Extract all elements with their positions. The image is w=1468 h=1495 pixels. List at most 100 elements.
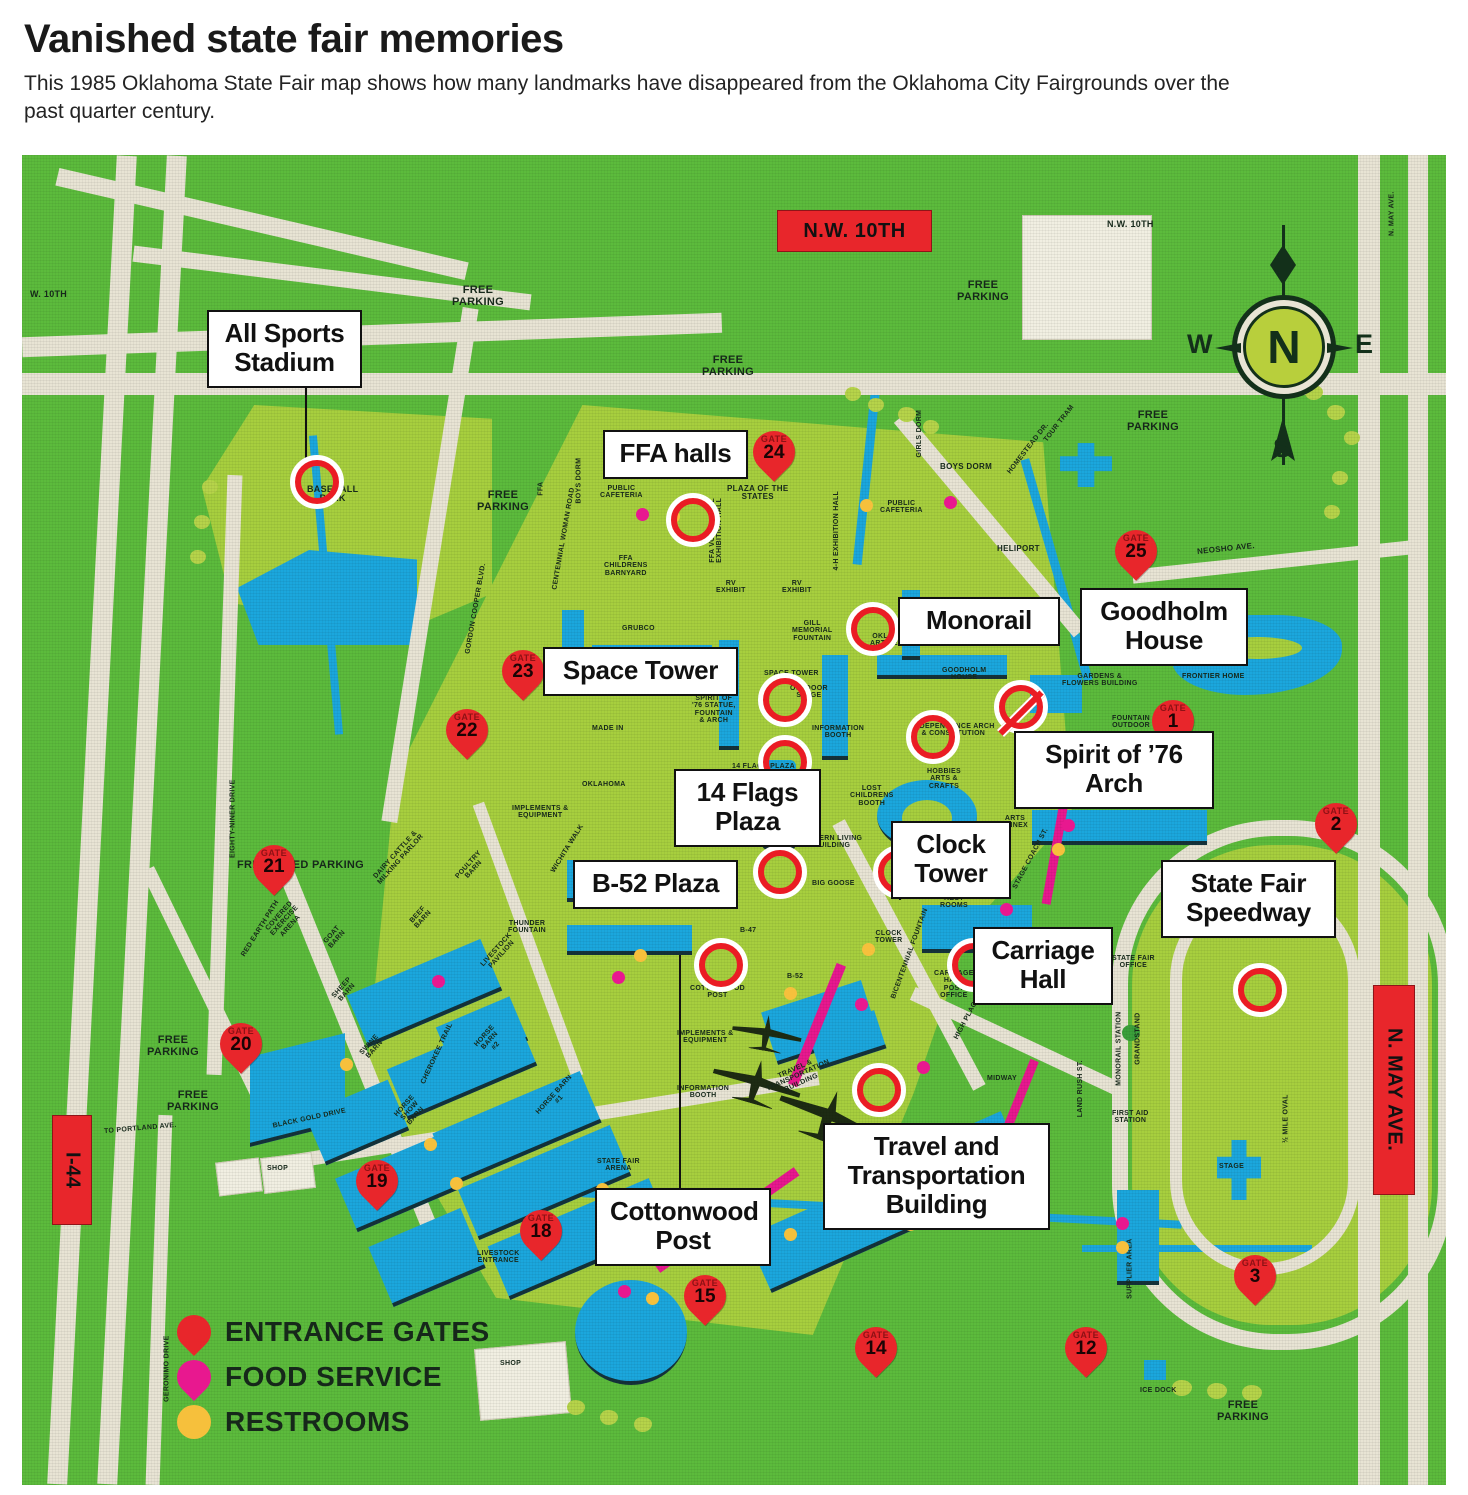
- road-geronimo: [145, 1114, 173, 1485]
- legend-label: ENTRANCE GATES: [225, 1316, 490, 1347]
- map-label-goat-barn: GOAT BARN: [322, 924, 348, 950]
- map-label-n-may-ave-small: N. MAY AVE.: [1388, 191, 1396, 236]
- map-label-free-parking: FREE PARKING: [1217, 1399, 1270, 1423]
- road-speedway-inner: [1170, 885, 1360, 1275]
- food-service-dot: [855, 998, 868, 1011]
- compass-east-letter: E: [1355, 329, 1374, 359]
- marker-ring-b-52-plaza[interactable]: [753, 845, 807, 899]
- gate-pin-21[interactable]: GATE 21: [244, 836, 304, 896]
- gate-drop-shape: [1106, 521, 1166, 581]
- restroom-dot: [634, 949, 647, 962]
- building-shop-1: [215, 1157, 263, 1197]
- gate-pin-23[interactable]: GATE 23: [493, 641, 553, 701]
- callout-b-52-plaza[interactable]: B-52 Plaza: [573, 860, 738, 910]
- callout-monorail[interactable]: Monorail: [898, 597, 1060, 647]
- fairgrounds-map[interactable]: FREE PARKING FREE PARKING FREE PARKING F…: [22, 155, 1446, 1485]
- restroom-dot: [862, 943, 875, 956]
- restroom-dot: [424, 1138, 437, 1151]
- map-label-tour-tram: TOUR TRAM: [1042, 403, 1076, 444]
- map-label-free-parking: FREE PARKING: [147, 1034, 200, 1058]
- tree-cluster: [1207, 1383, 1227, 1399]
- restroom-dot: [1116, 1241, 1129, 1254]
- legend-item-food-service: FOOD SERVICE: [169, 1352, 490, 1402]
- food-service-dot: [432, 975, 445, 988]
- gate-drop-shape: [211, 1014, 271, 1074]
- gate-pin-20[interactable]: GATE 20: [211, 1014, 271, 1074]
- building-4h-exhibition-hall: [822, 655, 848, 760]
- marker-ring-monorail[interactable]: [846, 602, 900, 656]
- gate-drop-shape: [675, 1266, 735, 1326]
- restroom-dot: [1052, 843, 1065, 856]
- gate-pin-22[interactable]: GATE 22: [437, 700, 497, 760]
- restroom-dot: [784, 1228, 797, 1241]
- tree-cluster: [923, 420, 939, 434]
- tree-cluster: [868, 398, 884, 412]
- tree-cluster: [1242, 1385, 1262, 1401]
- area-free-parking-lot-box: [1022, 215, 1152, 340]
- gate-pin-3[interactable]: GATE 3: [1225, 1246, 1285, 1306]
- gate-drop-shape: [1306, 794, 1366, 854]
- gate-drop-shape: [347, 1151, 407, 1211]
- map-label-geronimo-drive: GERONIMO DRIVE: [163, 1335, 171, 1402]
- compass-rose: N W E S: [1187, 225, 1373, 475]
- food-service-dot: [917, 1061, 930, 1074]
- compass-north-letter: N: [1243, 306, 1325, 388]
- gate-drop-shape: [437, 700, 497, 760]
- gate-drop-shape: [744, 422, 804, 482]
- page-header: Vanished state fair memories This 1985 O…: [0, 0, 1468, 127]
- marker-ring-all-sports-stadium[interactable]: [290, 455, 344, 509]
- callout-state-fair-speedway[interactable]: State Fair Speedway: [1161, 860, 1336, 939]
- callout-all-sports-stadium[interactable]: All Sports Stadium: [207, 310, 362, 389]
- restroom-dot: [450, 1177, 463, 1190]
- tree-cluster: [1172, 1380, 1192, 1396]
- gate-pin-2[interactable]: GATE 2: [1306, 794, 1366, 854]
- tree-cluster: [202, 480, 218, 494]
- marker-ring-state-fair-speedway[interactable]: [1233, 963, 1287, 1017]
- food-service-icon: [169, 1352, 219, 1402]
- callout-14-flags-plaza[interactable]: 14 Flags Plaza: [674, 769, 821, 848]
- callout-clock-tower[interactable]: Clock Tower: [891, 821, 1011, 900]
- gate-pin-12[interactable]: GATE 12: [1056, 1318, 1116, 1378]
- leader-all-sports-stadium: [305, 370, 307, 465]
- food-service-dot: [636, 508, 649, 521]
- gate-pin-19[interactable]: GATE 19: [347, 1151, 407, 1211]
- gate-drop-shape: [511, 1201, 571, 1261]
- compass-west-letter: W: [1187, 329, 1213, 359]
- compass-needle-north-point: [1270, 245, 1296, 285]
- tree-cluster: [600, 1410, 618, 1425]
- map-label-midway: MIDWAY: [987, 1075, 1017, 1082]
- marker-ring-spirit-of-76-arch[interactable]: [906, 710, 960, 764]
- entrance-gate-icon: [169, 1307, 219, 1357]
- restroom-dot: [646, 1292, 659, 1305]
- callout-goodholm-house[interactable]: Goodholm House: [1080, 588, 1248, 667]
- gate-pin-25[interactable]: GATE 25: [1106, 521, 1166, 581]
- legend-item-restrooms: RESTROOMS: [177, 1405, 490, 1439]
- map-label-free-parking: FREE PARKING: [167, 1089, 220, 1113]
- tree-cluster: [845, 387, 861, 401]
- callout-spirit-of-76-arch[interactable]: Spirit of ’76 Arch: [1014, 731, 1214, 810]
- callout-travel-transportation-building[interactable]: Travel and Transportation Building: [823, 1123, 1050, 1231]
- legend-label: FOOD SERVICE: [225, 1361, 443, 1392]
- building-grandstand: [1117, 1190, 1159, 1285]
- marker-ring-ffa-halls[interactable]: [666, 493, 720, 547]
- callout-carriage-hall[interactable]: Carriage Hall: [973, 927, 1113, 1006]
- map-label-w-10th: W. 10TH: [30, 289, 68, 299]
- marker-ring-space-tower[interactable]: [758, 673, 812, 727]
- map-label-fountain-outdoor: FOUNTAIN OUTDOOR: [1112, 715, 1151, 730]
- gate-pin-14[interactable]: GATE 14: [846, 1318, 906, 1378]
- gate-drop-shape: [1056, 1318, 1116, 1378]
- callout-space-tower[interactable]: Space Tower: [543, 647, 738, 697]
- marker-ring-goodholm-house[interactable]: [994, 680, 1048, 734]
- gate-pin-24[interactable]: GATE 24: [744, 422, 804, 482]
- marker-ring-travel-transportation[interactable]: [852, 1063, 906, 1117]
- callout-cottonwood-post[interactable]: Cottonwood Post: [595, 1188, 771, 1267]
- building-shop-2: [260, 1151, 316, 1195]
- gate-pin-15[interactable]: GATE 15: [675, 1266, 735, 1326]
- marker-ring-cottonwood-post[interactable]: [694, 938, 748, 992]
- gate-pin-18[interactable]: GATE 18: [511, 1201, 571, 1261]
- map-label-red-earth-path: RED EARTH PATH: [240, 899, 281, 958]
- gate-drop-shape: [846, 1318, 906, 1378]
- compass-south-letter: S: [1273, 433, 1292, 463]
- food-service-dot: [612, 971, 625, 984]
- callout-ffa-halls[interactable]: FFA halls: [603, 430, 748, 480]
